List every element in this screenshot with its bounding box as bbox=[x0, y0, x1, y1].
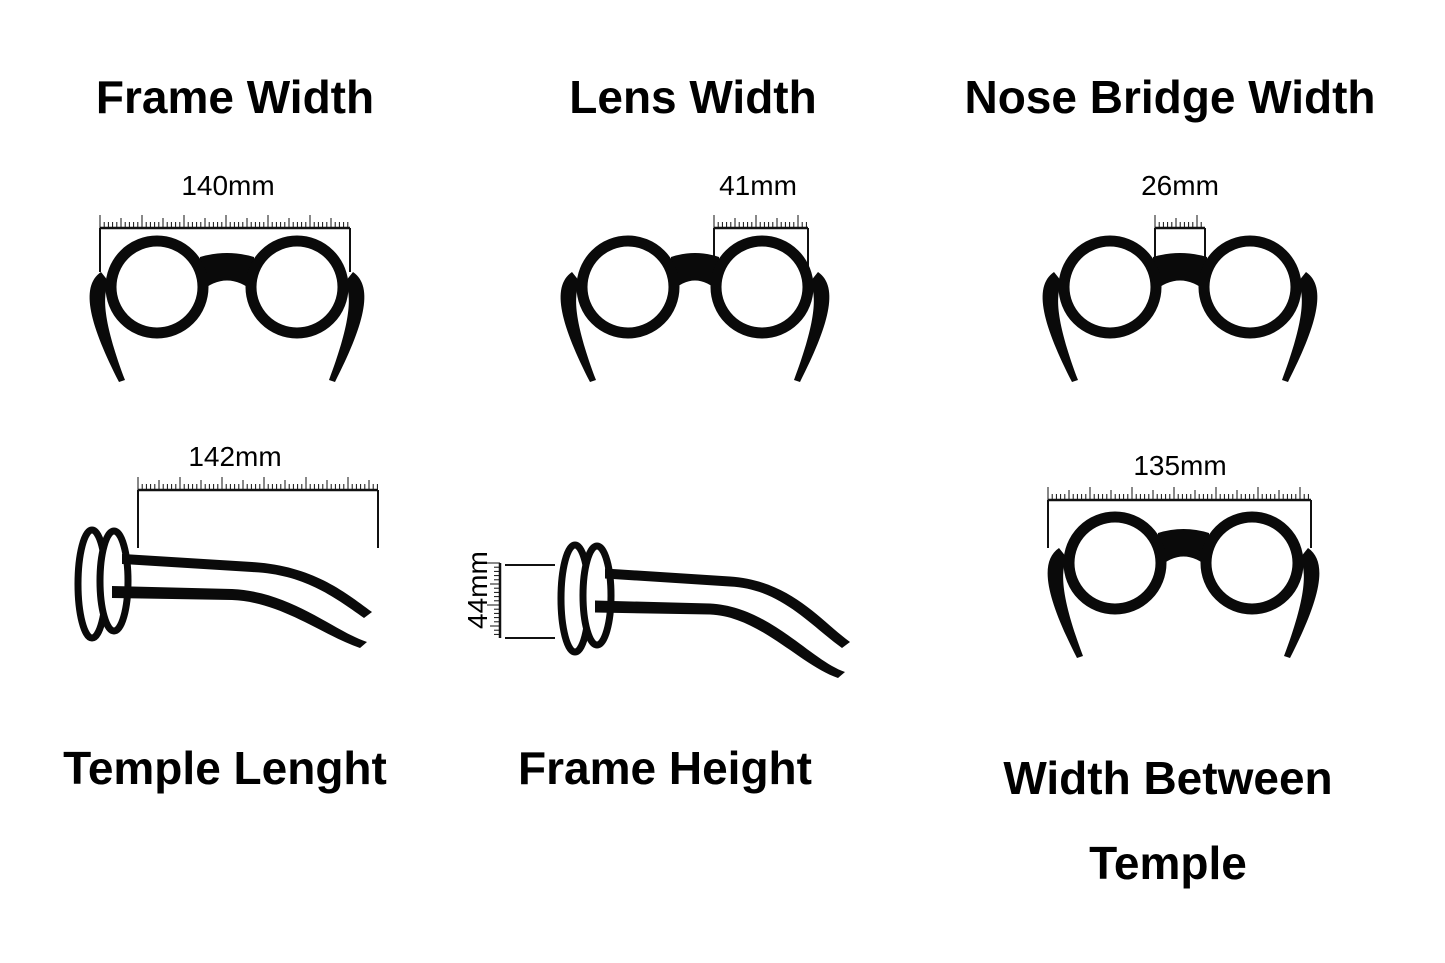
nose-bridge-width-title: Nose Bridge Width bbox=[964, 71, 1376, 123]
nose-bridge-ruler bbox=[1154, 215, 1205, 230]
left-lens bbox=[105, 235, 209, 339]
left-temple bbox=[1042, 272, 1078, 382]
front-glasses-nose-bridge bbox=[1042, 235, 1318, 382]
right-temple bbox=[794, 272, 830, 382]
right-lens bbox=[1200, 511, 1304, 615]
left-temple bbox=[560, 272, 596, 382]
front-glasses-width-between-temple bbox=[1047, 511, 1320, 658]
nose-bridge bbox=[200, 253, 254, 292]
side-glasses-frame-height bbox=[557, 541, 850, 678]
frame-height-ruler bbox=[487, 562, 502, 638]
nose-bridge bbox=[1158, 529, 1209, 568]
frame-width-title: Frame Width bbox=[95, 71, 375, 123]
frame-width-value: 140mm bbox=[181, 170, 275, 201]
right-temple bbox=[329, 272, 365, 382]
lens-width-title: Lens Width bbox=[569, 71, 817, 123]
width-between-temple-title-line2: Temple bbox=[1089, 837, 1247, 889]
temple-length-title: Temple Lenght bbox=[63, 742, 387, 794]
nose-bridge bbox=[1153, 253, 1207, 292]
upper-temple bbox=[122, 554, 372, 618]
left-lens bbox=[1063, 511, 1167, 615]
temple-length-ruler bbox=[137, 477, 378, 492]
frame-height-value: 44mm bbox=[462, 551, 493, 629]
right-lens bbox=[245, 235, 349, 339]
right-lens bbox=[710, 235, 814, 339]
lens-width-value: 41mm bbox=[719, 170, 797, 201]
right-temple bbox=[1282, 272, 1318, 382]
width-between-temple-title-line1: Width Between bbox=[1003, 752, 1333, 804]
side-glasses-temple-length bbox=[74, 526, 372, 648]
frame-width-ruler bbox=[99, 215, 350, 230]
left-temple bbox=[1047, 548, 1083, 658]
near-lens-rim bbox=[96, 527, 132, 635]
left-lens bbox=[576, 235, 680, 339]
nose-bridge-width-value: 26mm bbox=[1141, 170, 1219, 201]
lower-temple bbox=[112, 586, 367, 648]
right-lens bbox=[1198, 235, 1302, 339]
frame-height-title: Frame Height bbox=[518, 742, 812, 794]
temple-length-value: 142mm bbox=[188, 441, 282, 472]
lens-width-ruler bbox=[713, 215, 808, 230]
upper-temple bbox=[605, 568, 850, 648]
left-lens bbox=[1058, 235, 1162, 339]
front-glasses-lens-width bbox=[560, 235, 830, 382]
nose-bridge bbox=[671, 253, 719, 292]
right-temple bbox=[1284, 548, 1320, 658]
width-between-temple-value: 135mm bbox=[1133, 450, 1227, 481]
near-lens-rim bbox=[579, 542, 615, 649]
lower-temple bbox=[595, 600, 845, 678]
temple-width-ruler bbox=[1047, 487, 1311, 502]
left-temple bbox=[89, 272, 125, 382]
front-glasses-frame-width bbox=[89, 235, 365, 382]
